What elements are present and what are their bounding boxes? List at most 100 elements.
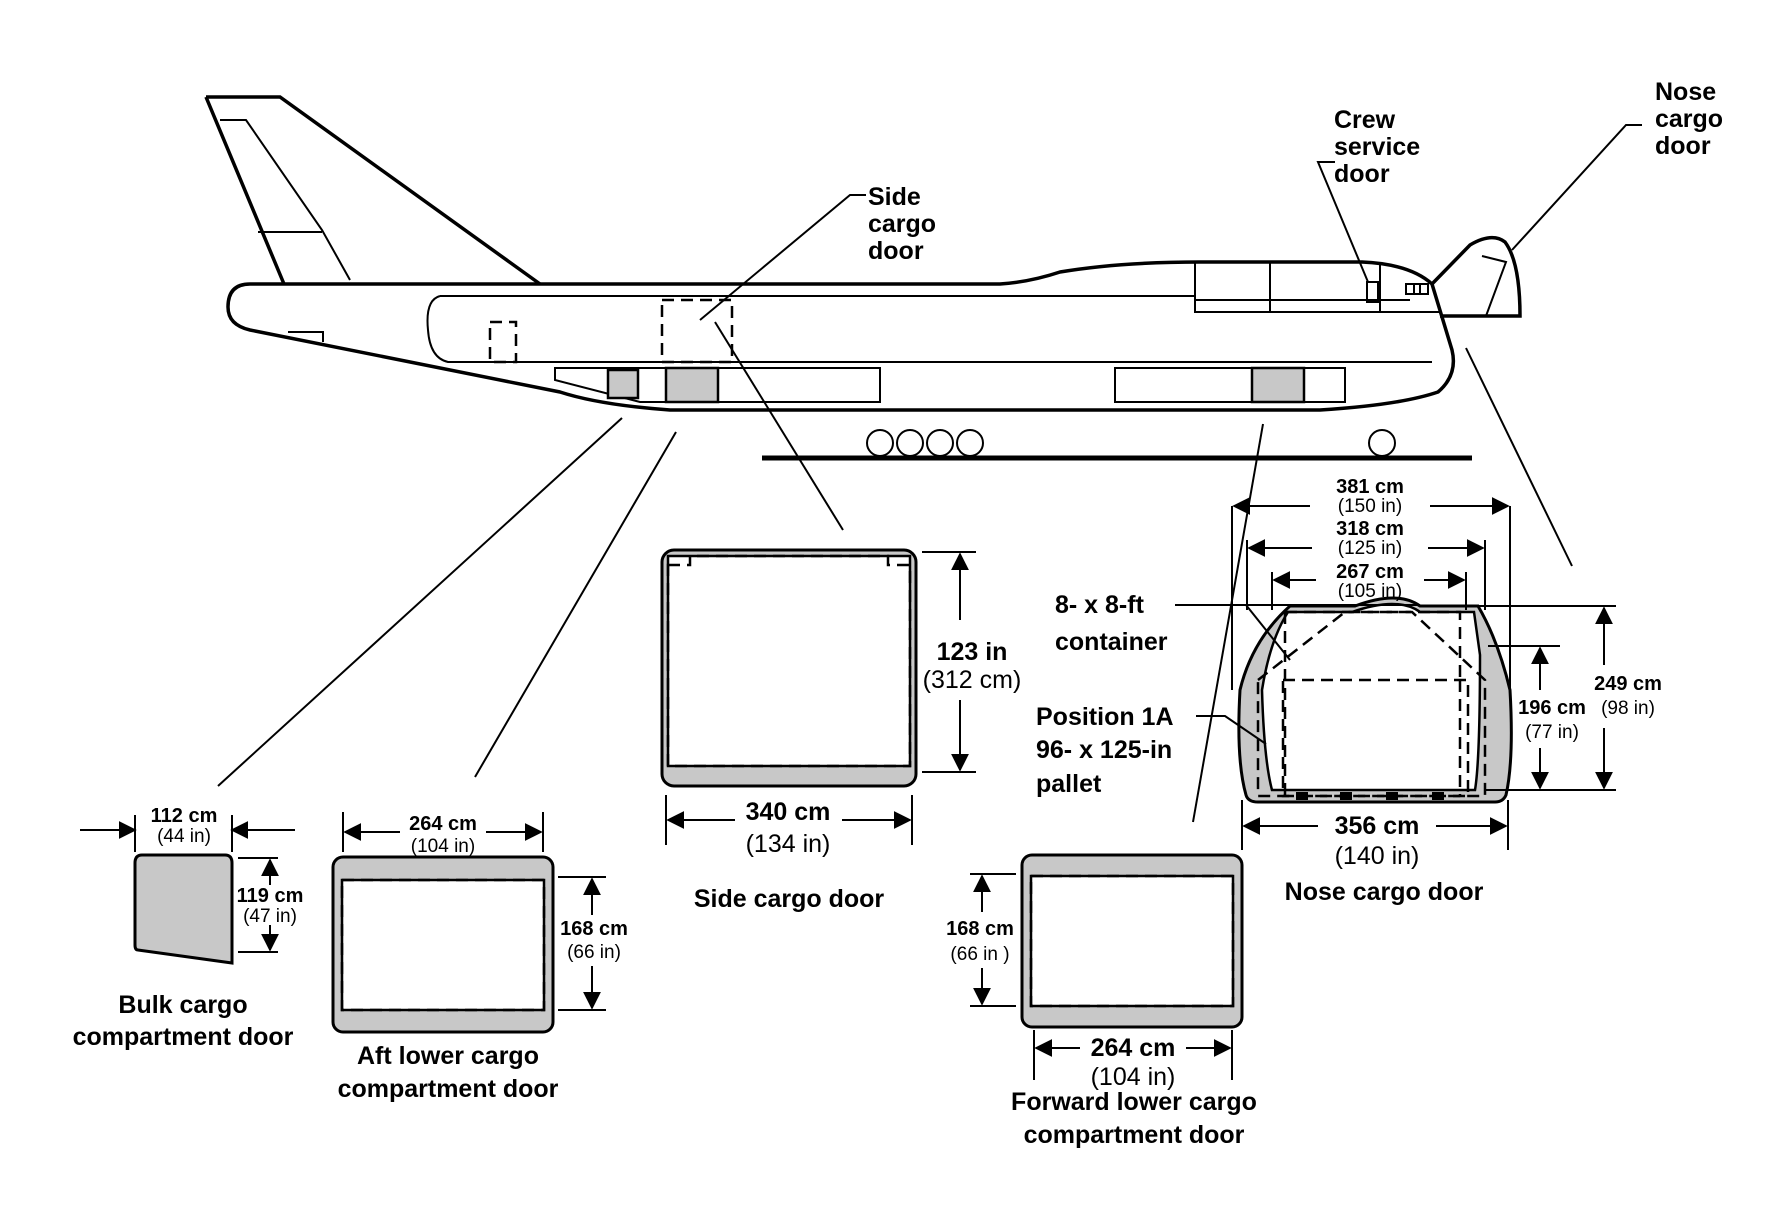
bulk-door-marker <box>606 368 640 400</box>
container-leader-diag <box>1245 604 1291 661</box>
nose-door-callout <box>1511 124 1642 251</box>
top-labels: Side cargo door Crew service door Nose c… <box>868 78 1723 265</box>
main-deck-floor <box>426 295 1432 363</box>
main-wheel <box>926 429 954 457</box>
forward-lower-leader <box>1192 423 1264 823</box>
fwd-width-in: (104 in) <box>1091 1063 1176 1091</box>
main-wheel <box>866 429 894 457</box>
nose-top3-cm: 267 cm <box>1336 561 1404 583</box>
bulk-door-title-2: compartment door <box>73 1023 294 1051</box>
side-width-in: (134 in) <box>746 830 831 858</box>
side-cargo-door-label-3: door <box>868 237 924 265</box>
side-door-callout <box>699 194 866 321</box>
callout-lines <box>217 124 1642 823</box>
nose-top2-in: (125 in) <box>1338 538 1402 559</box>
side-cargo-door-detail: 123 in (312 cm) 340 cm (134 in) Side car… <box>660 548 1022 913</box>
nose-h2-in: (98 in) <box>1601 698 1655 719</box>
crew-service-door-label-3: door <box>1334 160 1390 188</box>
nose-door-opening <box>1260 602 1482 792</box>
nose-h1-in: (77 in) <box>1525 722 1579 743</box>
cockpit-windows <box>1405 283 1429 295</box>
pallet-label-3: pallet <box>1036 770 1102 798</box>
nose-door-leader <box>1465 347 1573 567</box>
nose-width-in: (140 in) <box>1335 842 1420 870</box>
nose-door-open <box>1430 235 1522 318</box>
side-cargo-door-label-2: cargo <box>868 210 936 238</box>
main-deck-ceiling <box>440 295 1440 313</box>
fuselage-outline <box>226 260 1456 412</box>
fwd-door-title-2: compartment door <box>1024 1121 1245 1149</box>
crew-door-marker <box>1366 281 1379 303</box>
forward-lower-door-marker <box>1250 366 1306 404</box>
aft-lower-compartment <box>554 367 881 403</box>
aft-lower-leader <box>474 431 677 778</box>
fwd-height-cm: 168 cm <box>946 918 1014 940</box>
side-width-cm: 340 cm <box>746 798 831 826</box>
bulk-width-in: (44 in) <box>157 826 211 847</box>
main-wheel <box>896 429 924 457</box>
fwd-door-title-1: Forward lower cargo <box>1011 1088 1257 1116</box>
main-wheel <box>956 429 984 457</box>
nose-cargo-door-label-1: Nose <box>1655 78 1716 106</box>
pallet-foot <box>1432 792 1444 800</box>
fwd-width-cm: 264 cm <box>1091 1034 1176 1062</box>
aft-width-in: (104 in) <box>411 836 475 857</box>
stabilizer <box>288 331 324 342</box>
nose-door-title: Nose cargo door <box>1285 878 1484 906</box>
aft-lower-door-opening <box>340 878 546 1012</box>
aft-width-cm: 264 cm <box>409 813 477 835</box>
nose-top1-cm: 381 cm <box>1336 476 1404 498</box>
aft-lower-door-outline <box>340 878 546 1012</box>
aft-door-title-1: Aft lower cargo <box>357 1042 539 1070</box>
side-height-in: 123 in <box>937 638 1008 666</box>
nose-cargo-door-detail: 381 cm (150 in) 318 cm (125 in) 267 cm (… <box>1036 476 1662 906</box>
container-label-2: container <box>1055 628 1168 656</box>
nose-h2-cm: 249 cm <box>1594 673 1662 695</box>
upper-deck-frame <box>1269 263 1381 312</box>
bulk-cargo-door-detail: 112 cm (44 in) 119 cm (47 in) Bulk cargo… <box>73 805 304 1051</box>
side-door-leader <box>714 321 844 531</box>
aft-lower-door-marker <box>664 366 720 404</box>
bulk-height-in: (47 in) <box>243 906 297 927</box>
pallet-foot <box>1386 792 1398 800</box>
container-outline <box>1256 610 1487 798</box>
side-cargo-door-label-1: Side <box>868 183 921 211</box>
bulk-door-leader <box>217 417 623 787</box>
pallet-foot <box>1340 792 1352 800</box>
pallet-outline <box>1281 678 1470 798</box>
side-door-opening <box>666 554 912 768</box>
nose-top1-in: (150 in) <box>1338 496 1402 517</box>
forward-lower-compartment <box>1114 367 1346 403</box>
tail-rudder <box>220 119 351 281</box>
aft-lower-cargo-door-detail: 264 cm (104 in) 168 cm (66 in) Aft lower… <box>331 812 628 1103</box>
container-inner-outline <box>1283 610 1462 796</box>
aft-door-outline <box>488 320 518 364</box>
crew-service-door-label-1: Crew <box>1334 106 1396 134</box>
crew-door-callout <box>1316 161 1369 283</box>
bulk-door-title-1: Bulk cargo <box>118 991 247 1019</box>
fwd-height-in: (66 in ) <box>950 944 1009 965</box>
container-label-1: 8- x 8-ft <box>1055 591 1145 619</box>
tail-fin <box>204 95 542 286</box>
nose-width-cm: 356 cm <box>1335 812 1420 840</box>
aircraft-side-view <box>204 95 1522 461</box>
crew-service-door-label-2: service <box>1334 133 1420 161</box>
pallet-leader <box>1196 715 1267 745</box>
bulk-door-shape <box>133 853 234 965</box>
nose-cargo-door-label-3: door <box>1655 132 1711 160</box>
aft-door-title-2: compartment door <box>338 1075 559 1103</box>
forward-lower-cargo-door-detail: 168 cm (66 in ) 264 cm (104 in) Forward … <box>946 853 1257 1149</box>
nose-door-detail <box>1481 255 1508 317</box>
pallet-label-2: 96- x 125-in <box>1036 736 1172 764</box>
aft-height-in: (66 in) <box>567 942 621 963</box>
pallet-foot <box>1296 792 1308 800</box>
aft-height-cm: 168 cm <box>560 918 628 940</box>
nose-top3-in: (105 in) <box>1338 581 1402 602</box>
side-door-outline-dashed <box>666 554 912 768</box>
side-door-outline <box>660 298 734 364</box>
forward-lower-door-opening <box>1029 874 1235 1008</box>
side-door-title: Side cargo door <box>694 885 885 913</box>
side-height-cm: (312 cm) <box>923 666 1022 694</box>
bulk-height-cm: 119 cm <box>237 885 304 907</box>
